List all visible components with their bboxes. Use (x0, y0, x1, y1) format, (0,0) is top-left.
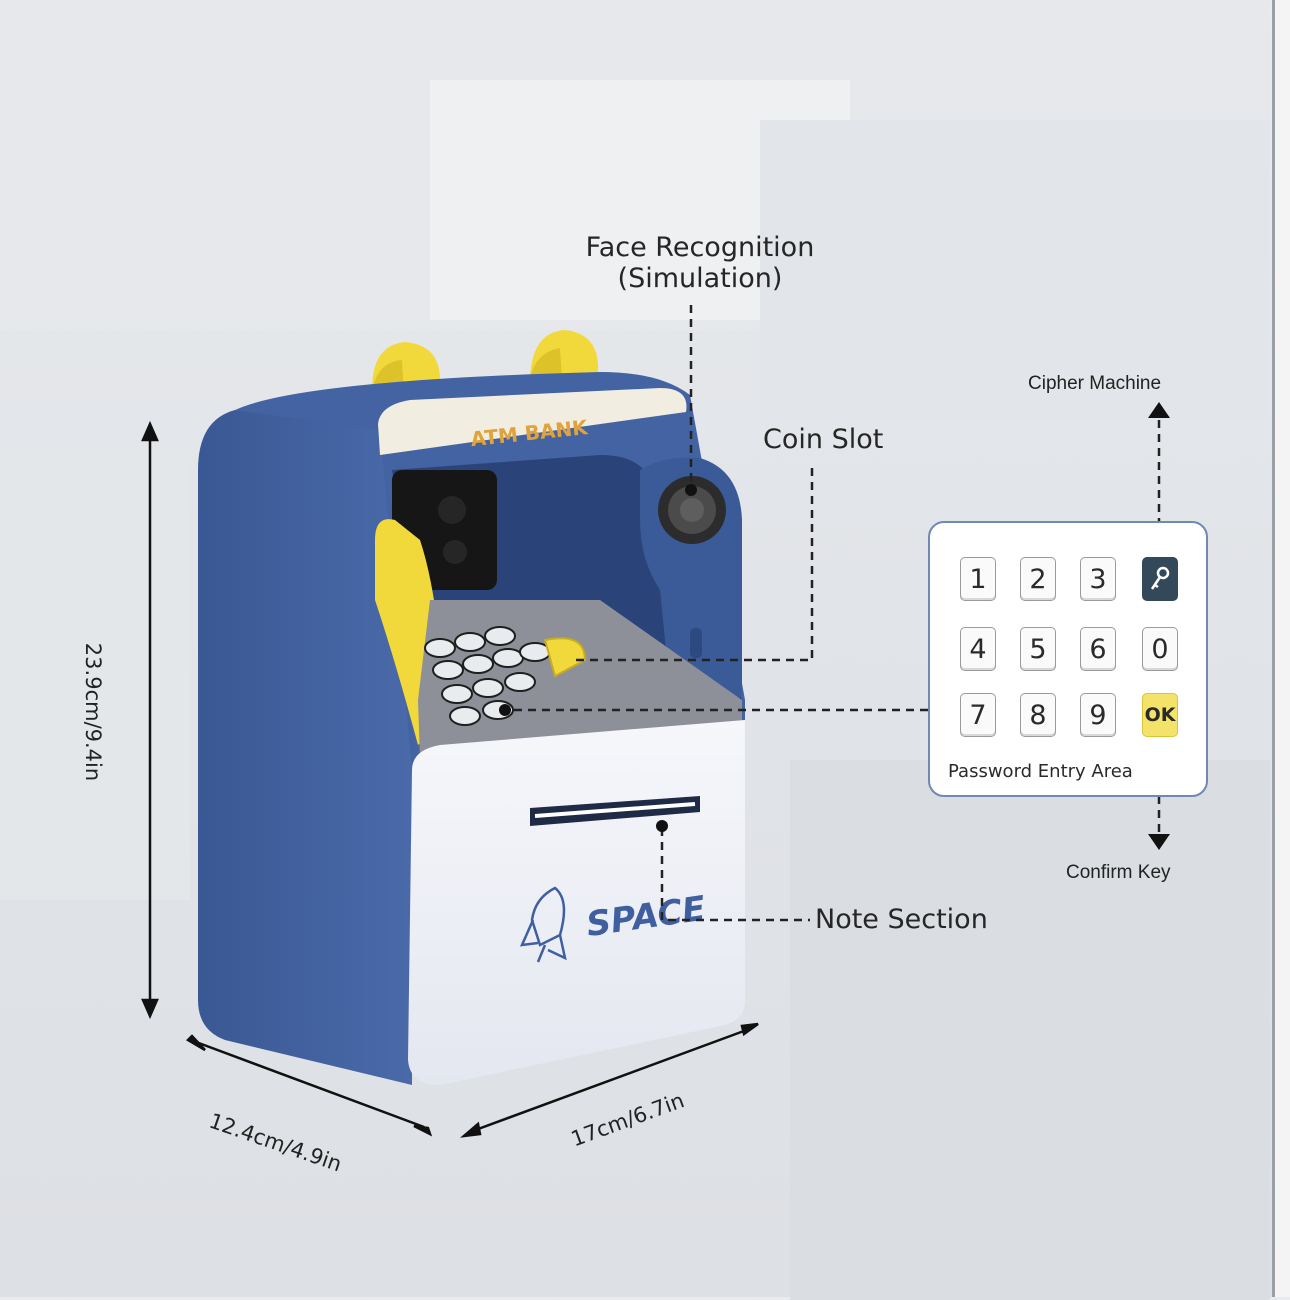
face-recognition-label: Face Recognition (Simulation) (585, 232, 815, 294)
key-2: 2 (1020, 557, 1056, 601)
key-ok: OK (1142, 693, 1178, 737)
height-dimension-label: 23.9cm/9.4in (81, 642, 106, 782)
width-dimension-line (469, 1026, 753, 1134)
cipher-key (1142, 557, 1178, 601)
device-keypad-buttons (424, 626, 551, 726)
atm-bank-banner (378, 388, 687, 455)
password-keypad-panel: 1 2 3 4 5 6 0 7 8 9 OK Password Entry Ar… (928, 521, 1208, 797)
key-8: 8 (1020, 693, 1056, 737)
device-side-panel (198, 410, 420, 1085)
cipher-machine-arrow (1148, 402, 1170, 418)
depth-dimension-line (195, 1040, 425, 1129)
coin-slot-callout-line (575, 468, 814, 662)
key-1: 1 (960, 557, 996, 601)
rocket-icon (519, 886, 567, 963)
confirm-key-arrow (1148, 834, 1170, 850)
key-icon (1150, 566, 1170, 590)
key-7: 7 (960, 693, 996, 737)
note-section-label: Note Section (815, 904, 988, 935)
right-ear (530, 330, 599, 385)
cipher-machine-label: Cipher Machine (1028, 373, 1162, 394)
key-0: 0 (1142, 627, 1178, 671)
key-9: 9 (1080, 693, 1116, 737)
note-section-callout-line (660, 828, 810, 922)
coin-slot-label: Coin Slot (763, 424, 884, 455)
page-edge (1272, 0, 1290, 1297)
confirm-key-label: Confirm Key (1066, 862, 1171, 883)
password-entry-area-label: Password Entry Area (948, 761, 1133, 782)
face-recognition-label-line1: Face Recognition (585, 232, 815, 263)
key-6: 6 (1080, 627, 1116, 671)
key-4: 4 (960, 627, 996, 671)
face-recognition-label-line2: (Simulation) (617, 263, 783, 294)
key-3: 3 (1080, 557, 1116, 601)
camera-icon (658, 476, 726, 544)
key-5: 5 (1020, 627, 1056, 671)
